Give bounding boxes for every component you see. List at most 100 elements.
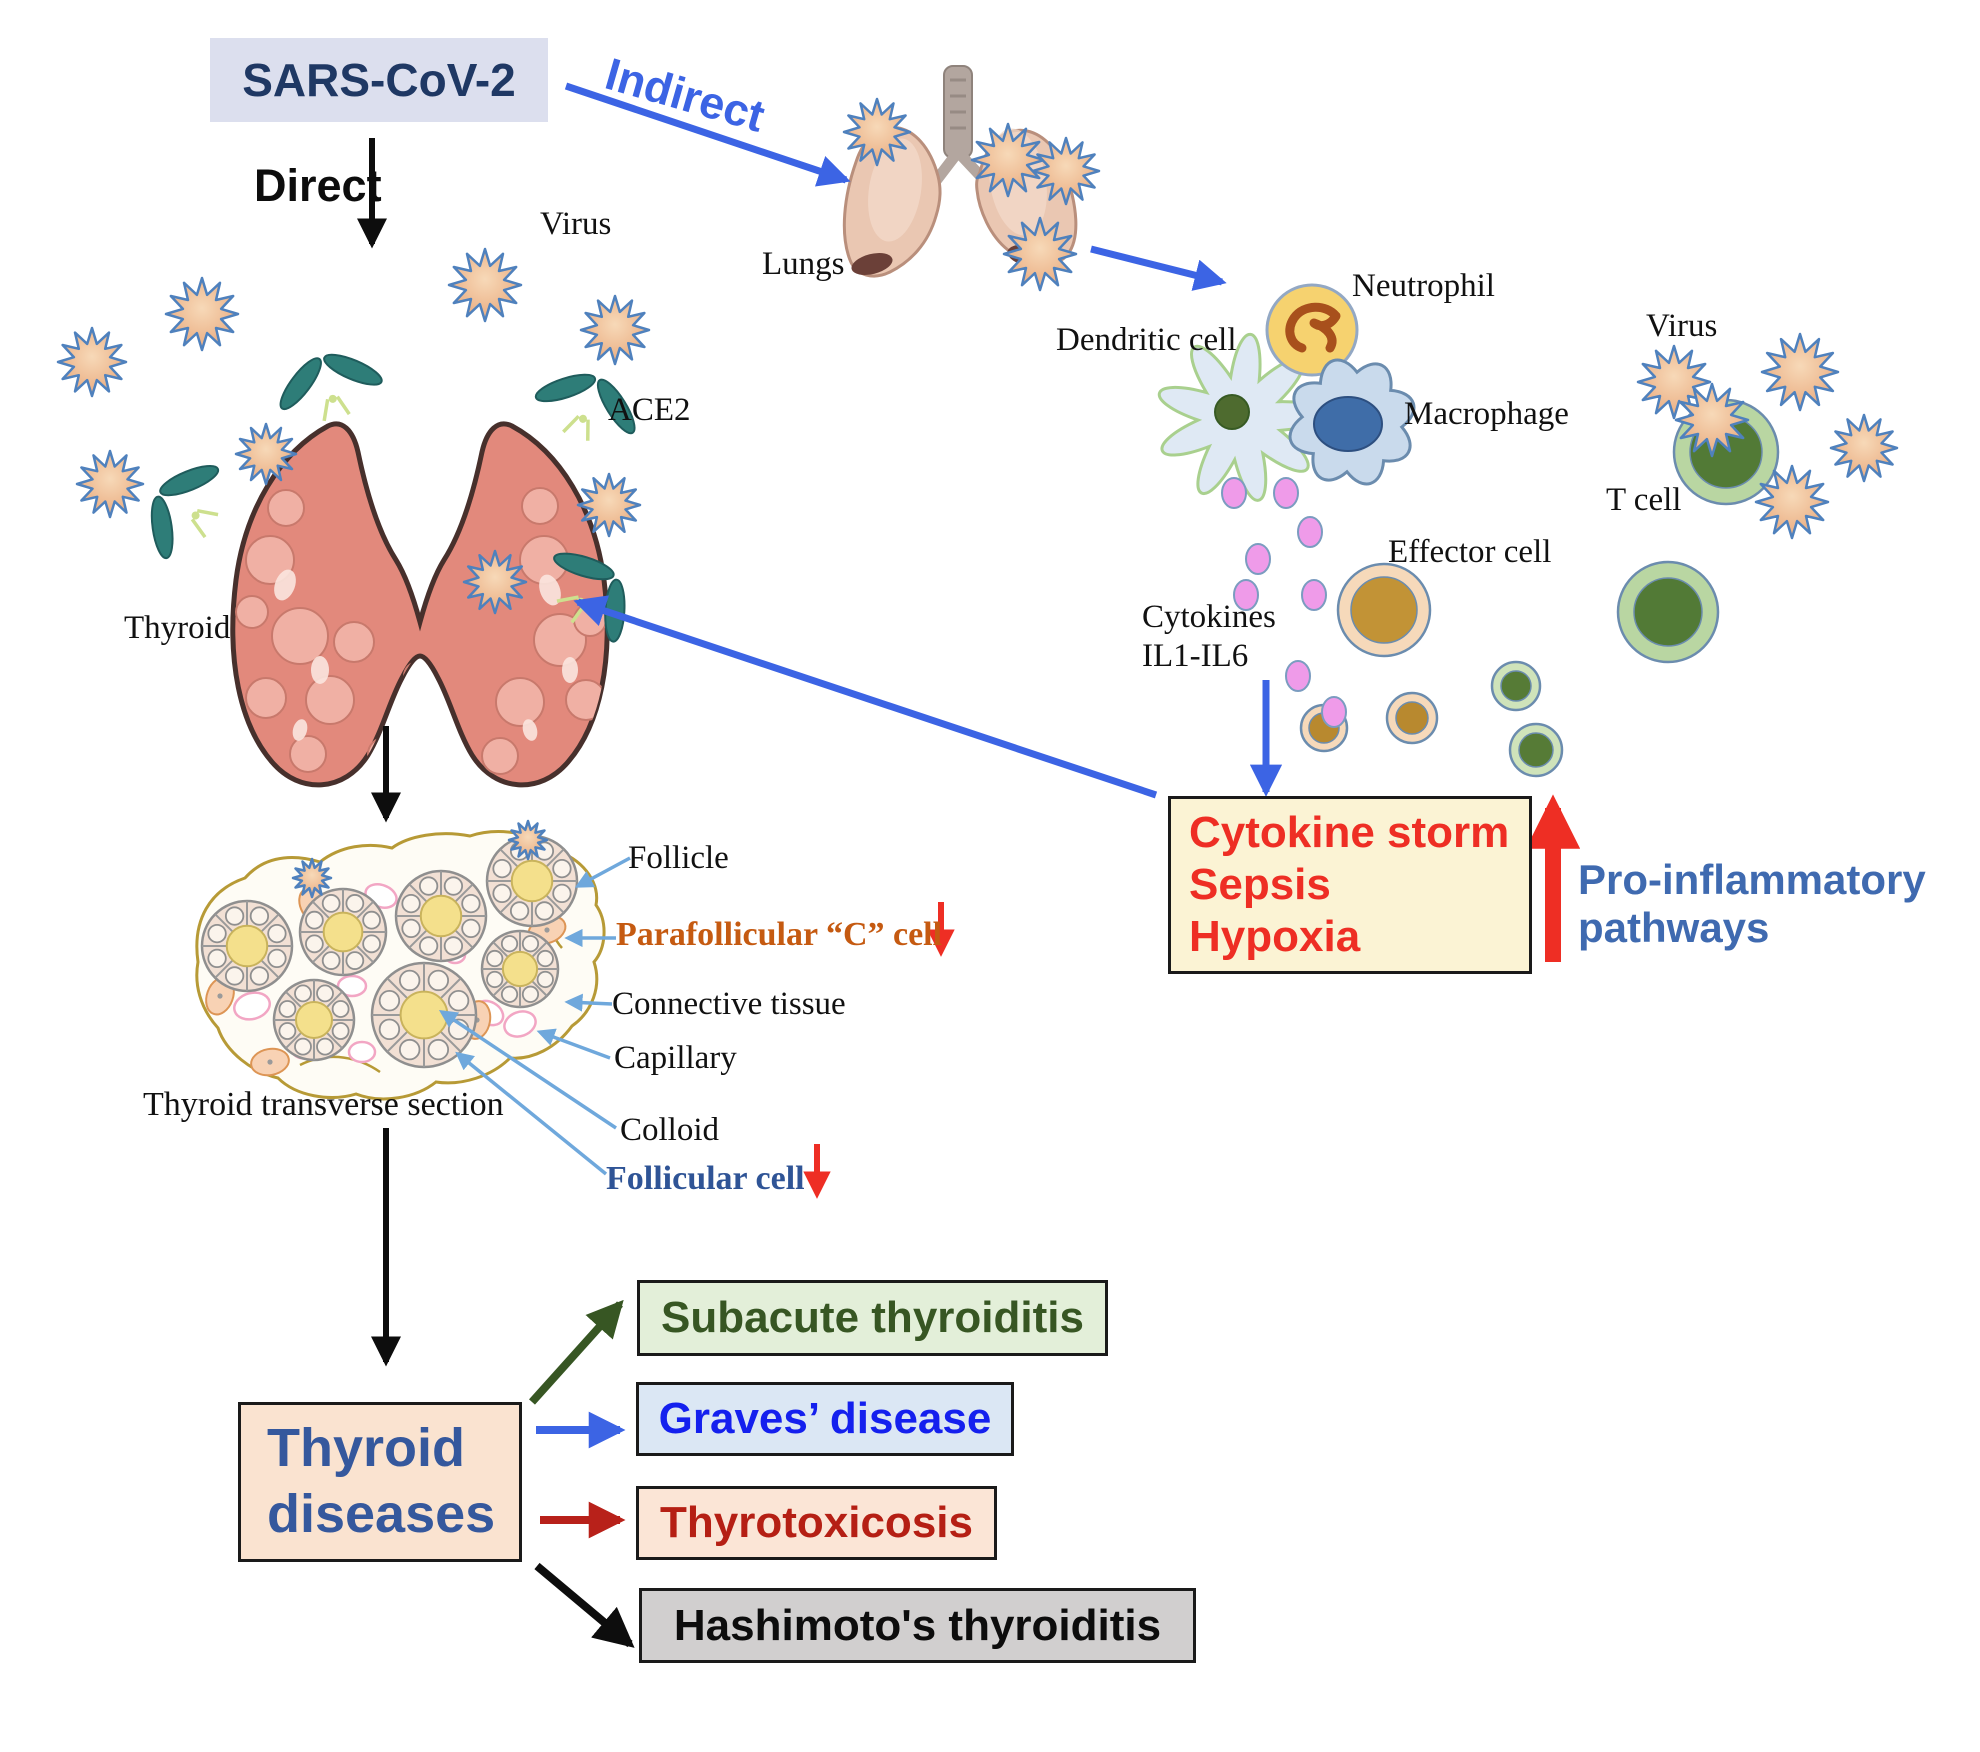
- follicular-cell: [427, 969, 450, 992]
- colloid: [295, 1001, 333, 1039]
- follicular-cell: [401, 918, 421, 939]
- follicular-cell: [267, 923, 287, 944]
- dendritic-cell-nucleus: [1214, 394, 1250, 430]
- follicular-cell: [321, 894, 341, 913]
- virus-particle: [1674, 382, 1750, 458]
- follicular-cell: [461, 918, 481, 939]
- virus-particle: [75, 449, 145, 519]
- follicular-cell: [378, 989, 401, 1012]
- thyroid-highlight: [522, 719, 538, 741]
- thyroid-lobule: [245, 535, 295, 585]
- follicular-cell: [492, 883, 512, 904]
- cytokine-dot: [1297, 516, 1323, 548]
- follicular-cell: [401, 893, 421, 914]
- leader-connective-tissue: [564, 993, 613, 1012]
- follicular-cell: [278, 1000, 297, 1018]
- follicular-cell: [552, 858, 572, 879]
- follicular-cell: [316, 1037, 334, 1056]
- neutrophil-cell: [1265, 283, 1359, 377]
- follicular-cell: [461, 893, 481, 914]
- follicle: [480, 929, 560, 1009]
- follicular-cell: [398, 969, 421, 992]
- capillary: [503, 1010, 537, 1038]
- follicular-cell: [509, 901, 530, 921]
- thyroid-highlight: [311, 656, 329, 684]
- disease-box-thyrotoxicosis: Thyrotoxicosis: [636, 1486, 997, 1560]
- follicular-cell: [418, 876, 439, 896]
- parafollicular-cell-label: Parafollicular “C” cell: [616, 916, 943, 953]
- leader-follicle: [574, 856, 631, 888]
- follicular-cell: [249, 966, 270, 986]
- lymphocyte: [1508, 722, 1564, 778]
- neutrophil-nucleus: [1285, 302, 1341, 353]
- follicular-cell: [398, 1038, 421, 1061]
- follicular-cell: [278, 1022, 297, 1040]
- cytokine-dot: [1285, 660, 1311, 692]
- storm-line-sepsis: Sepsis: [1189, 860, 1331, 910]
- follicular-cell: [362, 934, 381, 954]
- thyroid-highlight: [539, 574, 561, 606]
- colloid: [225, 924, 269, 968]
- cytokines-line2: IL1-IL6: [1142, 637, 1249, 674]
- pro-inflammatory-line2: pathways: [1578, 904, 1770, 952]
- capillary: [347, 1040, 377, 1064]
- colloid: [399, 990, 449, 1040]
- pro-inflammatory-label: Pro-inflammatory pathways: [1578, 856, 1926, 953]
- dendritic-cell-label: Dendritic cell: [1056, 322, 1237, 358]
- cytokine-dot: [1273, 477, 1299, 509]
- cytokine-dot: [1321, 696, 1347, 728]
- follicular-cell: [500, 935, 519, 953]
- follicular-cell: [224, 906, 245, 926]
- thyroid-lobule: [533, 613, 587, 667]
- storm-line-hypoxia: Hypoxia: [1189, 911, 1361, 961]
- virus-particle: [842, 97, 912, 167]
- disease-box-graves-disease: Graves’ disease: [636, 1382, 1014, 1456]
- lungs-label: Lungs: [762, 246, 845, 282]
- thyroid-lobule: [495, 677, 545, 727]
- arrow-lungs-to-immune-cells: [1090, 245, 1227, 291]
- capillary-label: Capillary: [614, 1040, 737, 1076]
- cytokine-dot: [1301, 579, 1327, 611]
- virus-particle: [447, 247, 523, 323]
- thyroid-lobule: [305, 675, 355, 725]
- follicular-cell: [536, 970, 554, 989]
- connective-tissue-label: Connective tissue: [612, 986, 846, 1022]
- virus-particle: [234, 422, 298, 486]
- follicular-cell: [521, 935, 540, 953]
- follicular-cell: [294, 984, 312, 1003]
- diagram-arrows: [357, 82, 1581, 1648]
- thyroid-lobule: [333, 621, 375, 663]
- follicular-cell: [345, 894, 365, 913]
- thyroid-highlight: [292, 719, 308, 741]
- follicular-cell: [418, 936, 439, 956]
- follicle: [200, 899, 294, 993]
- macrophage-nucleus: [1313, 396, 1383, 452]
- t-cell: [1616, 560, 1720, 664]
- thyroid-highlight: [412, 728, 428, 752]
- virus-particle: [56, 326, 128, 398]
- disease-box-hashimotos-thyroiditis: Hashimoto's thyroiditis: [639, 1588, 1196, 1663]
- follicular-cell: [345, 951, 365, 970]
- direct-route-label: Direct: [254, 160, 382, 211]
- storm-line-cytokine-storm: Cytokine storm: [1189, 808, 1510, 858]
- thyroid-label: Thyroid: [124, 610, 231, 646]
- parafollicular-c-cell: [250, 1047, 290, 1077]
- cytokines-label: Cytokines IL1-IL6: [1142, 598, 1276, 676]
- leader-capillary: [536, 1028, 611, 1060]
- follicular-cell: [443, 876, 464, 896]
- follicle: [298, 887, 388, 977]
- thyroid-lobule: [403, 661, 433, 691]
- virus-particle: [164, 276, 240, 352]
- thyroid-highlight: [562, 657, 578, 683]
- thyroid-diseases-box: Thyroid diseases: [238, 1402, 522, 1562]
- leader-follicular-cell: [455, 1051, 608, 1176]
- follicular-cell: [443, 936, 464, 956]
- follicular-cell-label: Follicular cell: [606, 1160, 805, 1197]
- capillary: [233, 991, 271, 1021]
- follicular-cell: [249, 906, 270, 926]
- thyroid-lobule: [289, 735, 327, 773]
- virus-particle: [1031, 136, 1101, 206]
- cytokine-dot: [1221, 477, 1247, 509]
